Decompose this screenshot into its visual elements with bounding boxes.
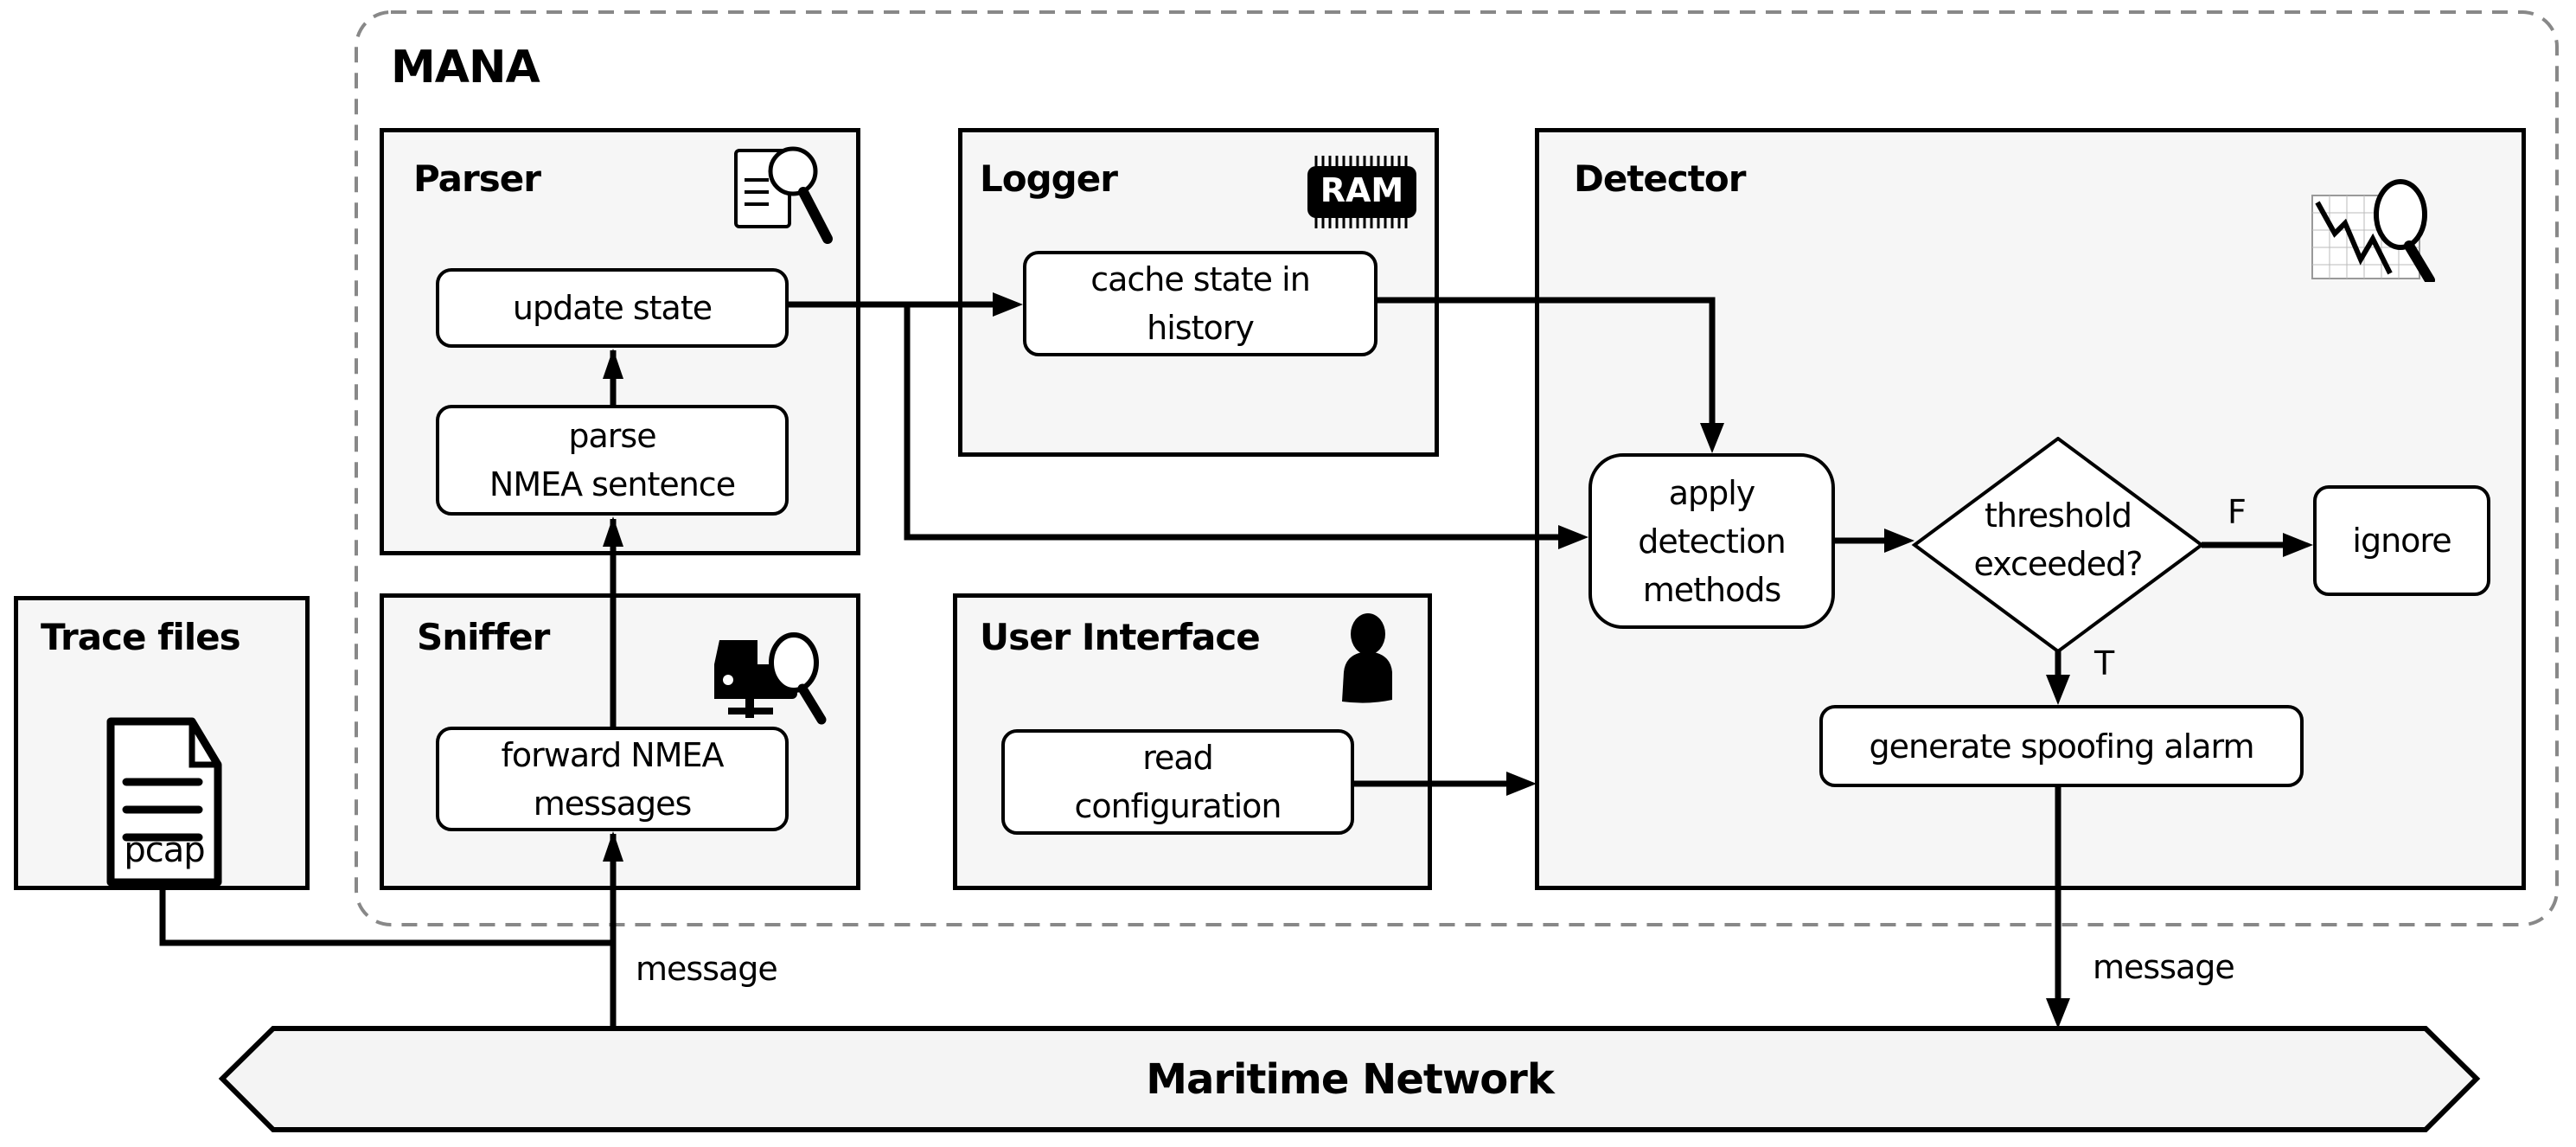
maritime-network-label: Maritime Network <box>1146 1055 1555 1104</box>
edge-cache-to-apply <box>1377 297 1716 426</box>
sniffer-title: Sniffer <box>417 616 550 658</box>
parser-title: Parser <box>413 157 541 200</box>
read-configuration-step[interactable]: read configuration <box>1001 729 1354 835</box>
ignore-step[interactable]: ignore <box>2313 485 2490 596</box>
arrowhead <box>1700 423 1724 453</box>
arrowhead <box>1558 525 1588 549</box>
forward-nmea-step[interactable]: forward NMEA messages <box>436 727 789 831</box>
mana-boundary <box>355 10 2559 926</box>
message-in-label: message <box>636 950 778 988</box>
edge-trace-files <box>159 890 613 946</box>
chart-magnifier-icon <box>2311 179 2435 282</box>
message-out-label: message <box>2093 948 2235 986</box>
arrowhead <box>603 516 623 547</box>
arrowhead <box>603 349 623 379</box>
generate-alarm-step[interactable]: generate spoofing alarm <box>1819 705 2304 787</box>
update-state-step[interactable]: update state <box>436 268 789 348</box>
ram-label: RAM <box>1320 171 1404 209</box>
false-branch-label: F <box>2228 493 2247 531</box>
true-branch-label: T <box>2094 644 2114 682</box>
threshold-decision-label: threshold exceeded? <box>1973 497 2144 583</box>
arrowhead <box>1884 529 1914 553</box>
arrowhead <box>603 831 623 862</box>
detector-title: Detector <box>1574 157 1746 200</box>
arrowhead <box>2046 675 2070 705</box>
apply-detection-step[interactable]: apply detection methods <box>1588 453 1835 629</box>
arrowhead <box>993 292 1023 317</box>
arrowhead <box>2046 998 2070 1028</box>
cache-state-step[interactable]: cache state in history <box>1023 251 1377 356</box>
user-icon <box>1342 613 1392 703</box>
mana-title: MANA <box>391 42 540 93</box>
arrowhead <box>1506 772 1537 796</box>
pcap-label: pcap <box>124 830 205 870</box>
trace-files-title: Trace files <box>41 616 241 658</box>
file-icon: pcap <box>105 716 223 887</box>
ram-chip-icon: RAM <box>1306 154 1418 230</box>
arrowhead <box>2283 533 2313 557</box>
network-sniffer-icon <box>714 632 827 725</box>
document-magnifier-icon <box>734 146 833 244</box>
parse-nmea-step[interactable]: parse NMEA sentence <box>436 405 789 516</box>
user-interface-title: User Interface <box>980 616 1261 658</box>
logger-title: Logger <box>980 157 1118 200</box>
edge-update-to-apply <box>904 304 1560 541</box>
